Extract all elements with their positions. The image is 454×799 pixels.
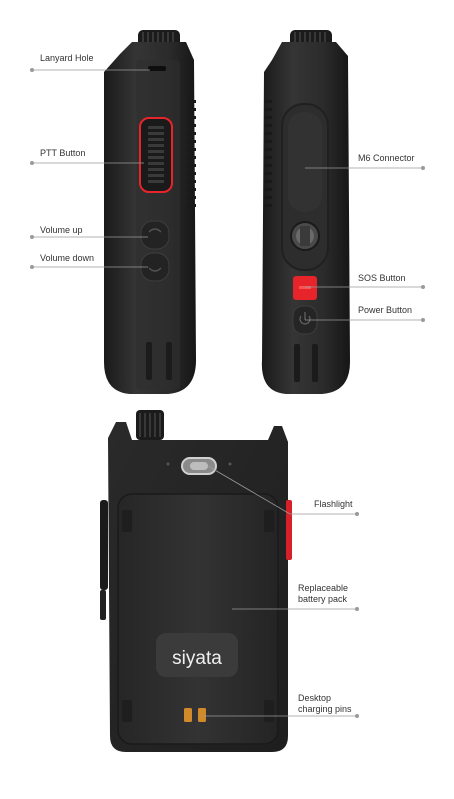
label-battery-pack-line1: Replaceable [298,583,378,594]
label-charging-pins: Desktop charging pins [298,693,378,715]
label-battery-pack: Replaceable battery pack [298,583,378,605]
charging-pin-right [198,708,206,722]
radio-back-view [100,410,292,752]
label-charging-pins-line1: Desktop [298,693,378,704]
label-power-button: Power Button [358,305,412,316]
side-red-button [286,500,292,560]
brand-logo: siyata [172,648,222,669]
label-ptt-button: PTT Button [40,148,85,159]
label-m6-connector: M6 Connector [358,153,415,164]
label-charging-pins-line2: charging pins [298,704,378,715]
label-volume-up: Volume up [40,225,83,236]
radio-right-side-view [262,30,350,394]
volume-up-button [141,221,169,249]
label-battery-pack-line2: battery pack [298,594,378,605]
charging-pin-left [184,708,192,722]
label-lanyard-hole: Lanyard Hole [40,53,94,64]
label-volume-down: Volume down [40,253,94,264]
label-flashlight: Flashlight [314,499,353,510]
radio-left-side-view [104,30,196,394]
label-sos-button: SOS Button [358,273,406,284]
battery-pack [118,494,278,744]
lanyard-hole [148,66,166,71]
